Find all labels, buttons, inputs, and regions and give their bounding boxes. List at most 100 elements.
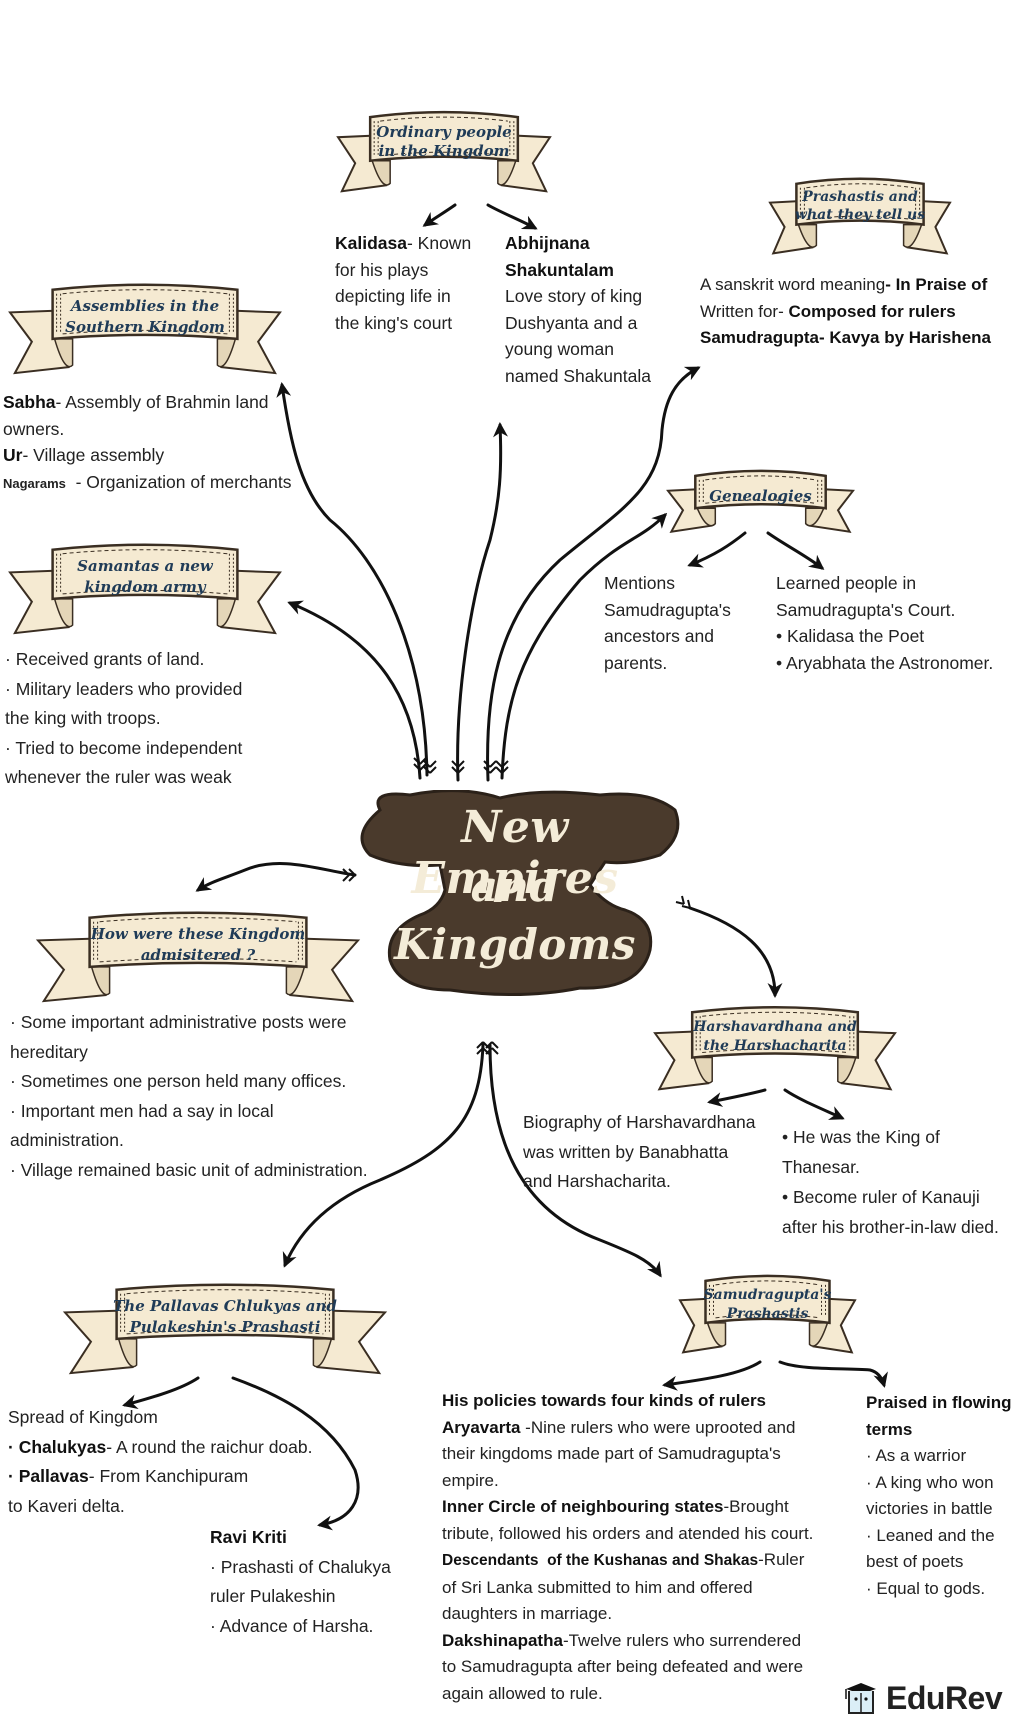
text-line: daughters in marriage.: [442, 1604, 613, 1623]
text-bold: Composed for rulers: [788, 301, 956, 321]
banner-text-line-1: How were these Kingdom: [90, 925, 306, 943]
text-line: Samudragupta's Court.: [776, 599, 956, 620]
ribbon-icon: [8, 543, 282, 635]
text-line: Thanesar.: [782, 1157, 860, 1177]
pallavas-label: · Pallavas: [8, 1466, 89, 1486]
ribbon-icon: [8, 283, 282, 375]
arrow-to-samudragupta: [488, 1043, 662, 1278]
title-line-1: New Empires: [411, 802, 619, 904]
harsha-right-text: • He was the King of Thanesar. • Become …: [782, 1122, 999, 1242]
text-line: · As a warrior: [866, 1446, 967, 1465]
banner-text-line-1: Harshavardhana and: [693, 1019, 857, 1035]
text-line: · Leaned and the: [866, 1525, 995, 1545]
text-normal: - From Kanchipuram: [88, 1466, 249, 1486]
arrow-to-ordinary: [456, 422, 509, 782]
text-line: Dushyanta and a: [505, 312, 638, 333]
text-line: · Equal to gods.: [866, 1578, 986, 1598]
arrow-harsha-left: [707, 1088, 767, 1108]
text-line: administration.: [10, 1130, 124, 1150]
text-line: · Important men had a say in local: [10, 1100, 274, 1121]
banner-text-line-2: Southern Kingdom: [65, 318, 225, 336]
ribbon-icon: [653, 1006, 897, 1091]
arrow-ordinary-left: [422, 203, 457, 227]
sabha-label: Sabha: [3, 392, 56, 412]
text-line: · Advance of Harsha.: [210, 1615, 374, 1636]
text-normal: -Ruler: [758, 1550, 805, 1569]
text-line: and Harshacharita.: [523, 1171, 671, 1191]
text-line: their kingdoms made part of Samudragupta…: [442, 1444, 781, 1463]
text-line: • Become ruler of Kanauji: [782, 1187, 980, 1207]
text-line: parents.: [604, 652, 668, 673]
banner-text-line-2: what they tell us: [794, 207, 926, 223]
text-line: the king with troops.: [5, 708, 161, 728]
banner-text-line-1: The Pallavas Chlukyas and: [113, 1297, 337, 1315]
text-line: · Received grants of land.: [5, 649, 205, 669]
text-line: tribute, followed his orders and atended…: [442, 1523, 814, 1543]
arrow-harsha-right: [783, 1088, 845, 1120]
ravi-kriti-heading: Ravi Kriti: [210, 1527, 287, 1547]
banner-pallavas: The Pallavas Chlukyas and Pulakeshin's P…: [62, 1280, 388, 1375]
text-line: depicting life in: [335, 286, 451, 306]
logo-text: EduRev: [886, 1679, 1003, 1716]
arrow-to-pallavas: [282, 1043, 485, 1268]
abhijnana-heading: Shakuntalam: [505, 259, 614, 280]
text-normal: -Nine rulers who were uprooted and: [520, 1417, 796, 1437]
title-line-3: Kingdoms: [394, 920, 636, 969]
banner-harsha: Harshavardhana and the Harshacharita: [653, 1003, 897, 1091]
banner-text-line-1: Samudragupta's: [703, 1287, 832, 1303]
banner-text-line-1: Ordinary people: [376, 123, 512, 141]
banner-prashastis: Prashastis and what they tell us: [768, 175, 952, 255]
arrow-genealogies-right: [766, 531, 825, 570]
text-bold: - In Praise of: [885, 275, 988, 294]
banner-text-line-1: Prashastis and: [802, 189, 918, 205]
edurev-logo[interactable]: EduRev: [842, 1678, 1003, 1718]
praised-heading: terms: [866, 1419, 913, 1439]
prashastis-text: A sanskrit word meaning- In Praise of Wr…: [700, 272, 991, 352]
text-normal: - Village assembly: [22, 445, 165, 465]
assemblies-text: Sabha- Assembly of Brahmin land owners. …: [3, 389, 292, 497]
administered-text: · Some important administrative posts we…: [10, 1008, 368, 1185]
title-background: [360, 790, 680, 997]
arrow-pallavas-left: [122, 1376, 200, 1409]
praised-heading: Praised in flowing: [866, 1393, 1012, 1412]
arrow-to-genealogies: [500, 512, 668, 780]
kalidasa-desc: - Known: [406, 233, 472, 253]
text-line: named Shakuntala: [505, 365, 651, 386]
text-line: for his plays: [335, 259, 429, 280]
text-normal: Spread of Kingdom: [8, 1407, 158, 1427]
text-line: young woman: [505, 339, 614, 359]
ribbon-icon: [336, 110, 552, 193]
text-line: again allowed to rule.: [442, 1683, 603, 1703]
harsha-left-text: Biography of Harshavardhana was written …: [523, 1108, 756, 1197]
nagarams-label: Nagarams: [3, 475, 66, 491]
arrow-to-samantas: [287, 600, 422, 780]
text-line: Biography of Harshavardhana: [523, 1112, 756, 1132]
text-line: • He was the King of: [782, 1127, 940, 1147]
text-normal: - Assembly of Brahmin land: [55, 392, 269, 412]
ravi-kriti-text: Ravi Kriti · Prashasti of Chalukya ruler…: [210, 1523, 391, 1641]
ur-label: Ur: [3, 445, 23, 465]
text-normal: to Kaveri delta.: [8, 1495, 125, 1516]
chalukyas-label: · Chalukyas: [8, 1436, 107, 1457]
arrow-to-harsha: [688, 906, 783, 998]
banner-text-line-2: the Harshacharita: [703, 1038, 847, 1054]
arrow-samudragupta-right: [778, 1360, 888, 1388]
arrow-to-assemblies: [276, 382, 429, 777]
text-line: whenever the ruler was weak: [5, 767, 232, 787]
ordinary-abhijnana-text: Abhijnana Shakuntalam Love story of king…: [505, 230, 651, 389]
banner-text-line-2: kingdom army: [84, 578, 206, 596]
arrow-to-prashastis: [486, 366, 701, 782]
central-title: New Empires and Kingdoms: [350, 790, 680, 1000]
ribbon-icon: [62, 1283, 388, 1375]
banner-assemblies: Assemblies in the Southern Kingdom: [8, 280, 282, 375]
text-line: hereditary: [10, 1041, 88, 1062]
banner-text-line-2: in the Kingdom: [378, 142, 510, 160]
aryavarta-label: Aryavarta: [442, 1417, 521, 1437]
text-normal: A sanskrit word meaning: [700, 275, 886, 294]
text-line: victories in battle: [866, 1499, 993, 1518]
text-line: Mentions: [604, 573, 676, 593]
arrow-ordinary-right: [486, 203, 538, 230]
text-line: to Samudragupta after being defeated and…: [442, 1657, 804, 1676]
text-normal: -Twelve rulers who surrendered: [562, 1630, 802, 1650]
banner-text-line-1: Samantas a new: [77, 557, 213, 575]
